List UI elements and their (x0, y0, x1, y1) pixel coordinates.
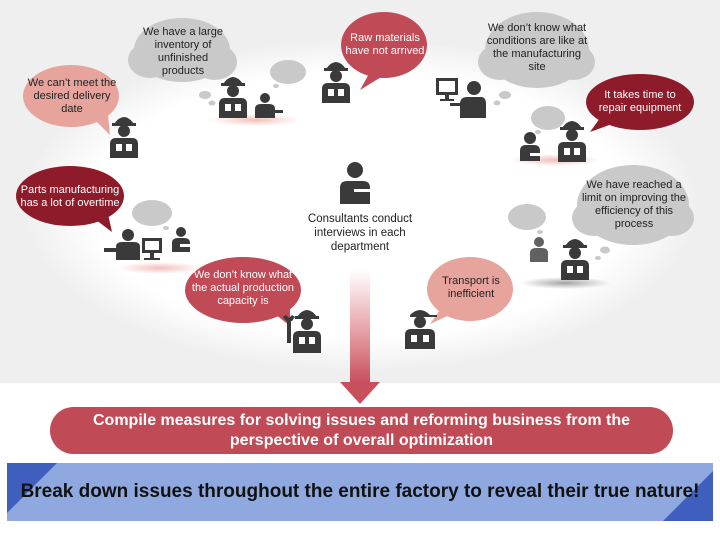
banner-red: Compile measures for solving issues and … (50, 407, 673, 454)
shadow-3 (118, 262, 202, 274)
bubble-transport-shape (427, 257, 513, 324)
bubble-delivery-shape (23, 65, 119, 135)
interviewer-icon (172, 227, 192, 252)
bubble-overtime-shape (16, 166, 124, 232)
worker-hardhat-icon (219, 77, 247, 118)
bubble-repair: It takes time to repair equipment (598, 89, 682, 114)
bubble-delivery: We can’t meet the desired delivery date (27, 76, 117, 115)
bubble-overtime: Parts manufacturing has a lot of overtim… (20, 184, 120, 209)
bubble-capacity: We don’t know what the actual production… (191, 268, 295, 307)
bubble-repair-shape (586, 74, 694, 132)
bubble-small-1-dot (273, 84, 279, 88)
bubble-transport: Transport is inefficient (442, 275, 500, 300)
bubble-conditions: We don’t know what conditions are like a… (486, 22, 588, 73)
banner-blue-text: Break down issues throughout the entire … (20, 481, 700, 502)
operator-computer-icon (436, 78, 486, 118)
bubble-small-2 (531, 106, 565, 130)
bubble-conditions-shape (478, 12, 595, 106)
interviewer-icon (520, 132, 544, 161)
worker-hardhat-icon (110, 117, 138, 158)
bubble-small-2-dot (535, 130, 541, 134)
worker-hardhat-icon (558, 121, 586, 162)
interviewer-icon (255, 93, 283, 118)
bubble-inventory-shape (128, 18, 237, 106)
bubble-efficiency-shape (572, 165, 694, 260)
operator-computer-icon (104, 229, 162, 260)
worker-cap-icon (405, 310, 437, 349)
consultant-icon (340, 162, 372, 204)
banner-blue: Break down issues throughout the entire … (7, 463, 713, 521)
bubble-raw-shape (341, 12, 427, 90)
bubble-small-3-dot (163, 226, 169, 230)
center-text: Consultants conduct interviews in each d… (307, 213, 413, 253)
worker-hardhat-icon (322, 62, 350, 103)
bubble-efficiency: We have reached a limit on improving the… (582, 179, 686, 230)
bubble-inventory: We have a large inventory of unfinished … (143, 26, 223, 77)
bubble-small-4 (508, 204, 546, 230)
worker-wrench-icon (283, 310, 321, 353)
worker-hardhat-icon (561, 239, 589, 280)
down-arrow (340, 270, 380, 404)
banner-blue-bg (7, 463, 713, 521)
bubble-raw-materials: Raw materials have not arrived (345, 32, 425, 57)
bubble-small-3 (132, 200, 172, 226)
interviewer-icon (530, 237, 548, 262)
bubble-small-4-dot (537, 230, 543, 234)
bubble-small-1 (270, 60, 306, 84)
